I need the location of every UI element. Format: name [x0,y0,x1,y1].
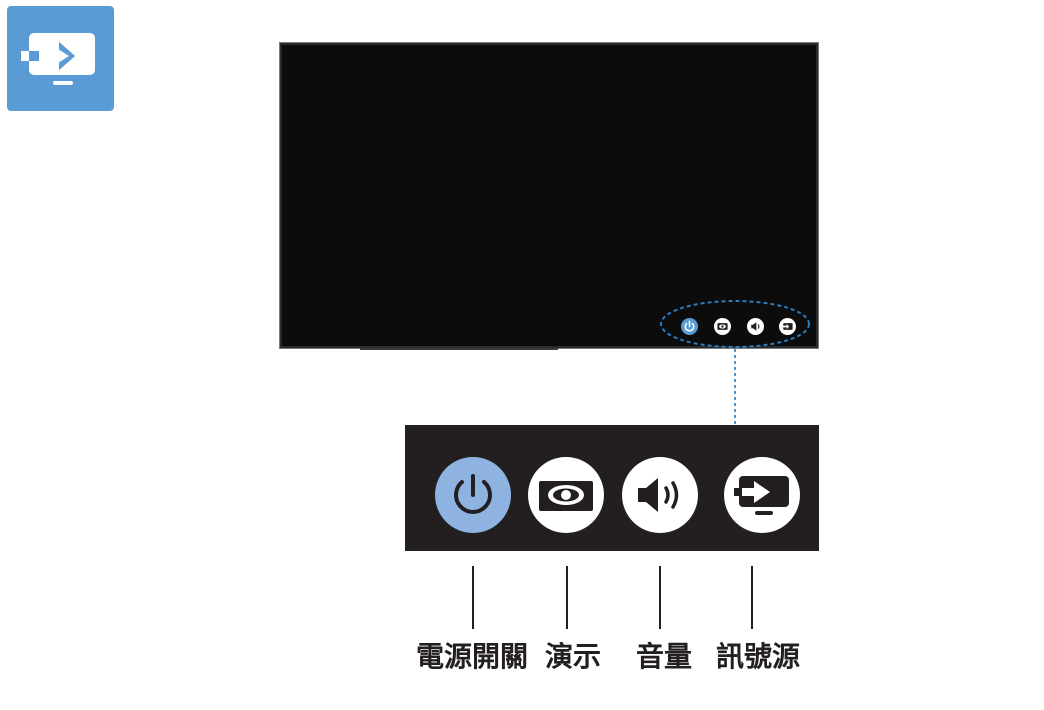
callout-ellipse [660,300,810,348]
mini-presentation-icon [714,318,731,335]
monitor-bottom-edge [360,348,558,350]
mini-power-icon [681,318,698,335]
label-power: 電源開關 [416,640,529,673]
presentation-button[interactable] [528,457,604,533]
label-source: 訊號源 [716,640,801,673]
leader-line-source [751,566,753,629]
volume-button[interactable] [622,457,698,533]
label-volume: 音量 [636,640,693,673]
power-button[interactable] [435,457,511,533]
presentation-icon [539,481,593,511]
source-button[interactable] [724,457,800,533]
power-icon [454,474,492,514]
leader-line-present [566,566,568,629]
volume-icon [638,478,679,512]
leader-line-volume [659,566,661,629]
corner-source-icon [7,6,114,111]
source-input-icon [21,33,95,85]
mini-volume-icon [747,318,764,335]
mini-source-icon [779,318,796,335]
display-monitor [279,42,819,350]
leader-line-power [472,566,474,629]
source-input-icon [734,476,789,515]
label-presentation: 演示 [545,640,602,673]
